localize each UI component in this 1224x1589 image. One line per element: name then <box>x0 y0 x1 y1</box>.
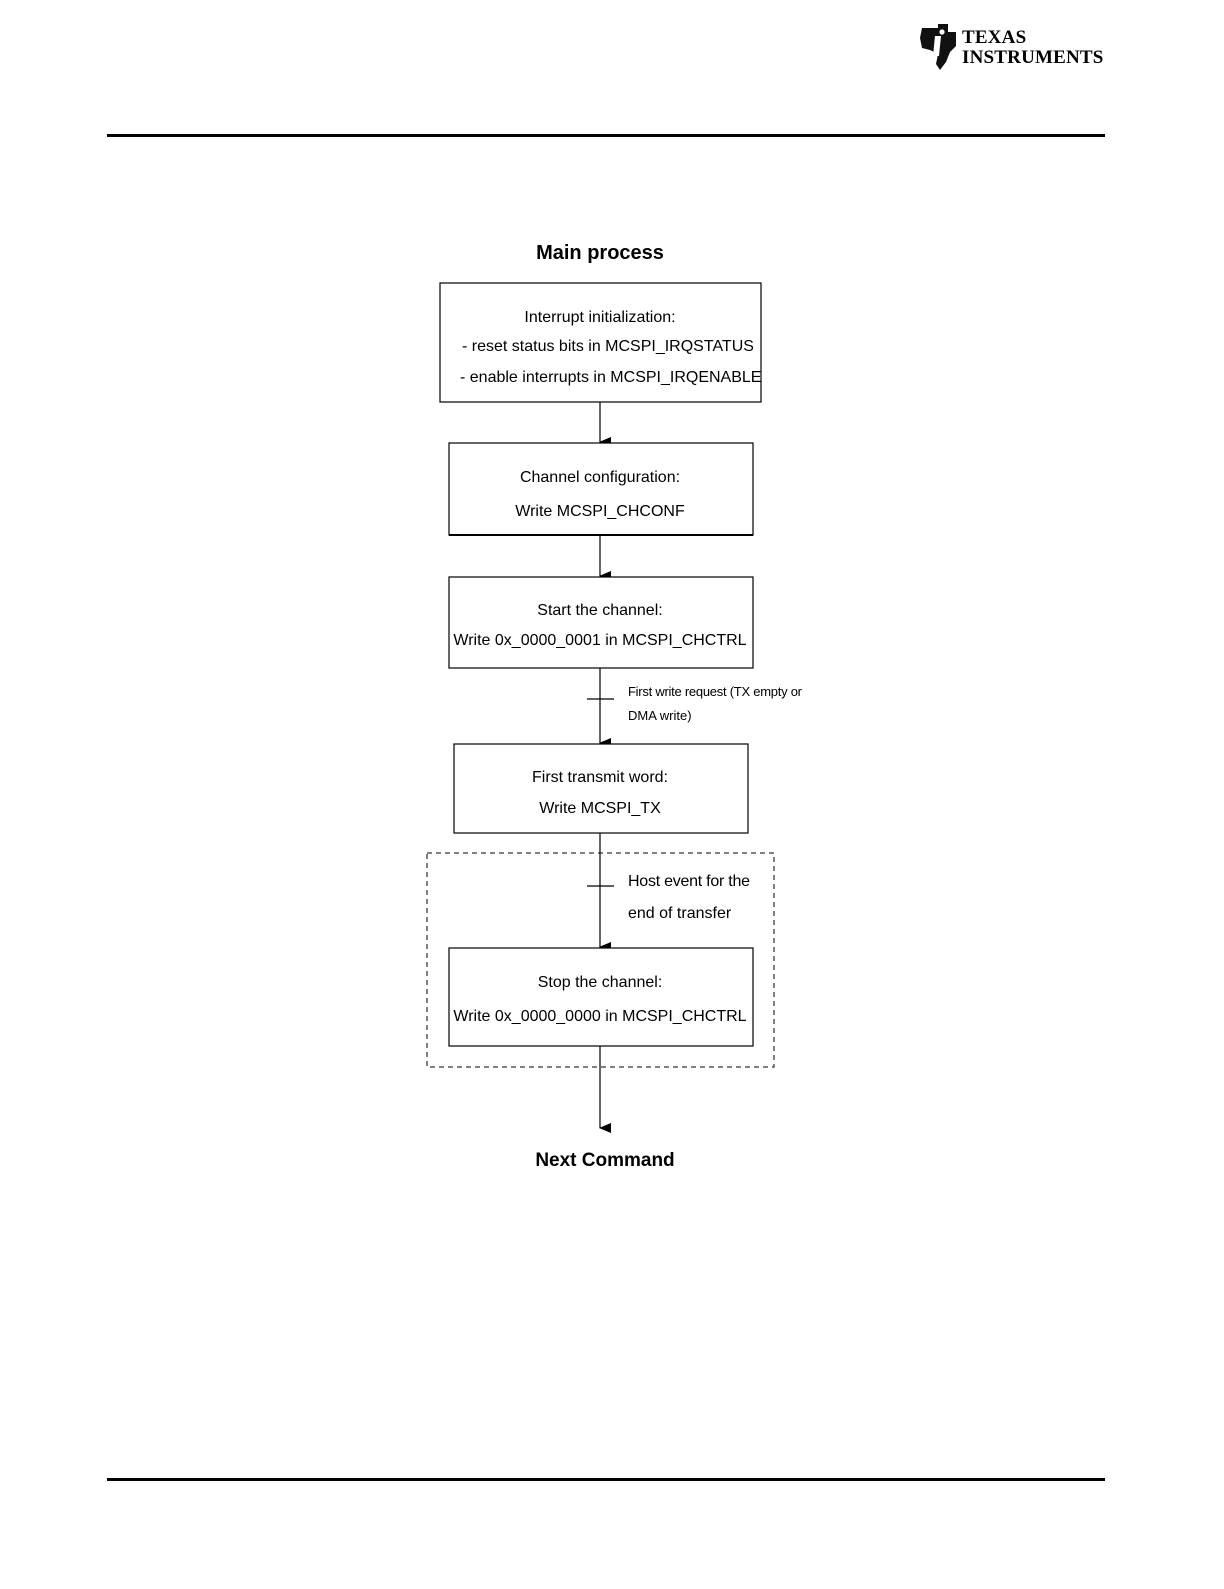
texas-instruments-logo: Texas Instruments <box>918 22 1108 74</box>
transition-label-first-write-2: DMA write) <box>628 708 692 723</box>
ti-state-logo-icon <box>920 24 956 70</box>
first-transmit-title: First transmit word: <box>532 769 668 786</box>
footer-rule <box>107 1478 1105 1481</box>
stop-channel-title: Stop the channel: <box>538 974 663 991</box>
first-transmit-action: Write MCSPI_TX <box>539 800 661 817</box>
header-rule <box>107 134 1105 137</box>
stop-channel-box: Stop the channel: Write 0x_0000_0000 in … <box>448 947 754 1047</box>
interrupt-init-title: Interrupt initialization: <box>524 309 675 326</box>
logo-line-2: Instruments <box>962 47 1104 68</box>
logo-line-1: Texas <box>962 27 1027 48</box>
start-channel-action: Write 0x_0000_0001 in MCSPI_CHCTRL <box>453 632 746 649</box>
channel-config-box: Channel configuration: Write MCSPI_CHCON… <box>448 442 754 536</box>
first-transmit-box: First transmit word: Write MCSPI_TX <box>453 743 749 834</box>
diagram-title: Main process <box>536 242 664 264</box>
channel-config-action: Write MCSPI_CHCONF <box>515 503 685 520</box>
interrupt-init-box: Interrupt initialization: - reset status… <box>439 282 762 403</box>
logo-wordmark: Texas Instruments <box>962 28 1104 68</box>
end-label: Next Command <box>535 1150 674 1171</box>
stop-channel-action: Write 0x_0000_0000 in MCSPI_CHCTRL <box>453 1008 746 1025</box>
transition-label-host-event-2: end of transfer <box>628 905 732 922</box>
transition-label-host-event-1: Host event for the <box>628 873 750 890</box>
start-channel-box: Start the channel: Write 0x_0000_0001 in… <box>448 576 754 669</box>
interrupt-init-step-1: - reset status bits in MCSPI_IRQSTATUS <box>462 338 754 355</box>
interrupt-init-step-2: - enable interrupts in MCSPI_IRQENABLE <box>460 369 761 386</box>
channel-config-title: Channel configuration: <box>520 469 680 486</box>
start-channel-title: Start the channel: <box>537 602 662 619</box>
transition-label-first-write-1: First write request (TX empty or <box>628 684 803 699</box>
